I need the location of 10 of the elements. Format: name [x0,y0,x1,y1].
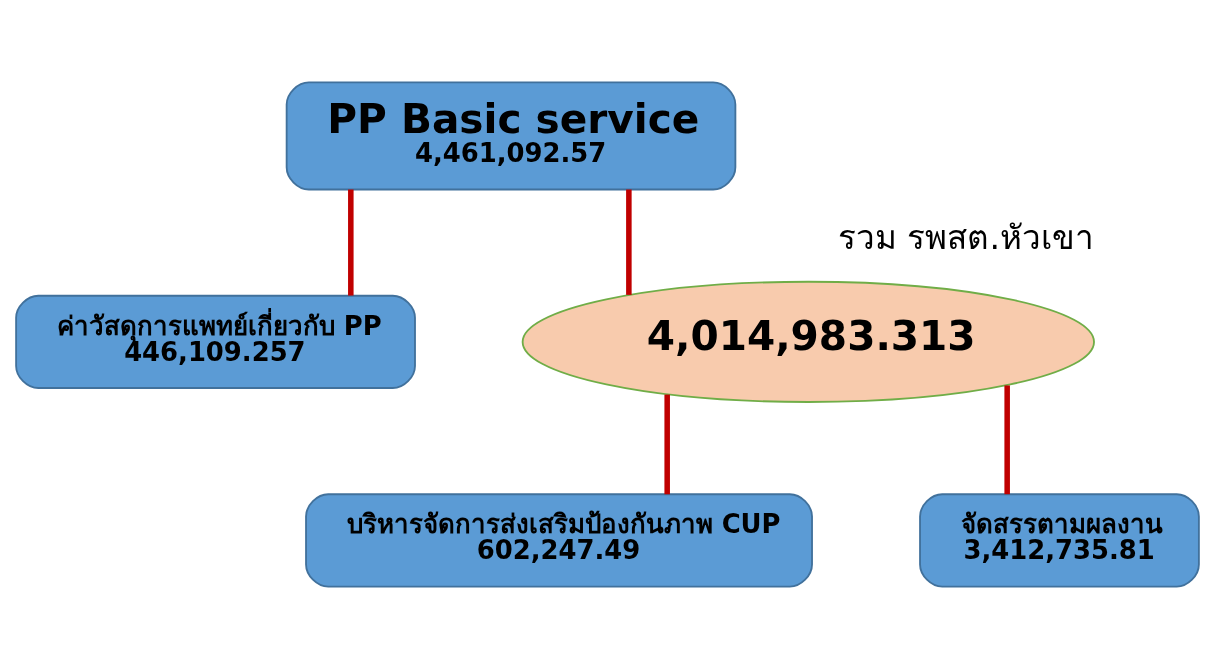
connector [664,394,670,494]
connector [626,189,632,295]
node-box: บริหารจัดการส่งเสริมป้องกันภาพ CUP 602,247.49 [305,492,813,588]
connector [348,189,354,296]
connector [1004,384,1010,494]
node-label: รวม รพสต.หัวเขา [837,217,1094,257]
node-box: ค่าวัสดุการแพทย์เกี่ยวกับ PP 446,109.257 [15,294,416,389]
node-ellipse: 4,014,983.313 [521,280,1095,403]
node-box: PP Basic service 4,461,092.57 [285,80,737,190]
node-box: จัดสรรตามผลงาน 3,412,735.81 [919,492,1200,588]
